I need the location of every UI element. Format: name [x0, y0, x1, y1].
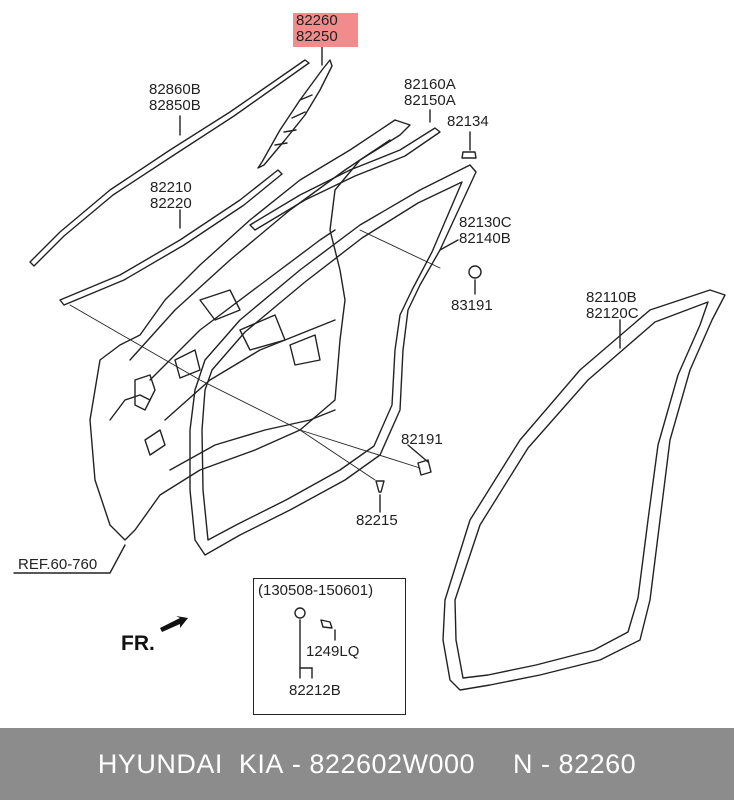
label-82191: 82191 [401, 431, 443, 448]
upper-strip [249, 127, 441, 231]
plug-83191 [468, 265, 482, 279]
door-frame [89, 119, 411, 541]
label-82220: 82220 [150, 195, 192, 212]
screw-82215 [375, 480, 385, 493]
ref-leader [13, 544, 126, 574]
door-weatherstrip [189, 164, 477, 556]
cap-82191 [417, 459, 432, 476]
inset-date-range: (130508-150601) [258, 582, 374, 599]
label-82134: 82134 [447, 113, 489, 130]
washer-82212b [294, 607, 306, 619]
label-82215: 82215 [356, 512, 398, 529]
label-1249LQ: 1249LQ [306, 643, 360, 660]
label-82130C: 82130C [459, 214, 512, 231]
label-82160A: 82160A [404, 76, 456, 93]
label-82860B: 82860B [149, 81, 201, 98]
screw-1249lq [320, 619, 333, 629]
label-82110B: 82110B [586, 289, 637, 306]
reference-label: REF.60-760 [18, 556, 98, 573]
label-82260: 82260 [296, 12, 338, 29]
exploded-parts-diagram [13, 45, 726, 691]
label-83191: 83191 [451, 297, 493, 314]
belt-weatherstrip [59, 169, 283, 306]
front-arrow-icon [160, 616, 188, 632]
label-82250: 82250 [296, 28, 338, 45]
label-82212B: 82212B [289, 682, 341, 699]
body-weatherstrip [442, 289, 726, 691]
label-82150A: 82150A [404, 92, 456, 109]
footer-n-value: 82260 [558, 748, 637, 779]
label-82210: 82210 [150, 179, 192, 196]
footer-part-number: 822602W000 [309, 748, 476, 779]
roof-moulding [29, 59, 310, 267]
front-direction-label: FR. [121, 632, 155, 655]
footer-n-prefix: N - [513, 748, 559, 779]
inset-box [253, 578, 406, 715]
label-82140B: 82140B [459, 230, 511, 247]
footer-bar: HYUNDAI KIA - 822602W000 N - 82260 [0, 728, 734, 800]
footer-text: HYUNDAI KIA - 822602W000 N - 82260 [0, 728, 734, 800]
label-82850B: 82850B [149, 97, 201, 114]
label-82120C: 82120C [586, 305, 639, 322]
clip-82134 [461, 151, 477, 159]
footer-brand: HYUNDAI KIA [97, 748, 284, 779]
highlight-82260 [293, 13, 358, 47]
footer-separator: - [283, 748, 310, 779]
delta-trim [257, 59, 333, 169]
